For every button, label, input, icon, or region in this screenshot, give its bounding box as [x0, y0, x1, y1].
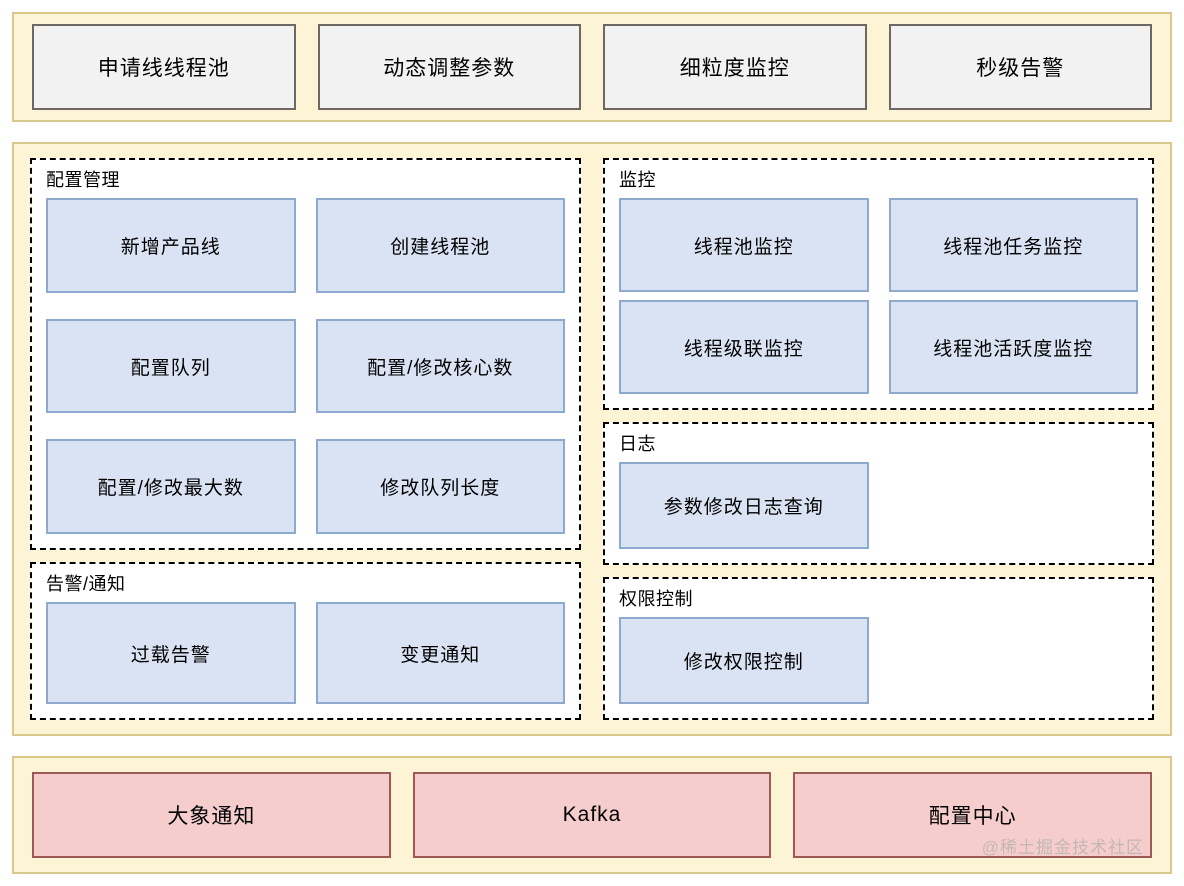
infra-box-kafka[interactable]: Kafka — [412, 772, 772, 858]
feature-box-change-notification[interactable]: 变更通知 — [315, 602, 565, 704]
feature-box-modify-permission-control[interactable]: 修改权限控制 — [619, 617, 869, 704]
group-body-permission-control: 修改权限控制 — [619, 617, 1138, 704]
group-body-alert-notification: 过载告警 变更通知 — [46, 602, 565, 704]
group-title-config-management: 配置管理 — [46, 170, 120, 190]
feature-box-thread-pool-monitoring[interactable]: 线程池监控 — [619, 198, 869, 292]
group-config-management: 配置管理 新增产品线 创建线程池 配置队列 配置/修改核心数 配置/修改最大数 … — [30, 158, 581, 550]
feature-box-modify-queue-length[interactable]: 修改队列长度 — [315, 439, 565, 535]
capability-box-dynamic-params[interactable]: 动态调整参数 — [317, 24, 581, 110]
middle-right-column: 监控 线程池监控 线程池任务监控 线程级联监控 线程池活跃度监控 日志 — [603, 158, 1154, 720]
group-permission-control: 权限控制 修改权限控制 — [603, 577, 1154, 720]
feature-box-param-change-log-query[interactable]: 参数修改日志查询 — [619, 462, 869, 549]
top-capability-band: 申请线线程池 动态调整参数 细粒度监控 秒级告警 — [12, 12, 1172, 122]
capability-box-apply-thread-pool[interactable]: 申请线线程池 — [32, 24, 296, 110]
group-alert-notification: 告警/通知 过载告警 变更通知 — [30, 562, 581, 720]
monitoring-row-1: 线程池监控 线程池任务监控 — [619, 198, 1138, 292]
infra-box-daxiang-notification[interactable]: 大象通知 — [32, 772, 391, 858]
feature-box-overload-alert[interactable]: 过载告警 — [46, 602, 296, 704]
log-row-1: 参数修改日志查询 — [619, 462, 1138, 549]
config-management-row-1: 新增产品线 创建线程池 — [46, 198, 565, 293]
config-management-row-2: 配置队列 配置/修改核心数 — [46, 318, 565, 414]
group-body-log: 参数修改日志查询 — [619, 462, 1138, 549]
feature-box-thread-pool-task-monitoring[interactable]: 线程池任务监控 — [888, 198, 1138, 292]
permission-control-row-1: 修改权限控制 — [619, 617, 1138, 704]
group-title-monitoring: 监控 — [619, 170, 656, 190]
feature-box-configure-core-size[interactable]: 配置/修改核心数 — [315, 318, 565, 414]
alert-notification-row-1: 过载告警 变更通知 — [46, 602, 565, 704]
group-body-config-management: 新增产品线 创建线程池 配置队列 配置/修改核心数 配置/修改最大数 修改队列长… — [46, 198, 565, 535]
feature-box-configure-max-size[interactable]: 配置/修改最大数 — [46, 439, 296, 535]
feature-box-thread-cascade-monitoring[interactable]: 线程级联监控 — [619, 300, 869, 394]
group-title-alert-notification: 告警/通知 — [46, 574, 126, 594]
bottom-infrastructure-band: 大象通知 Kafka 配置中心 @稀土掘金技术社区 — [12, 756, 1172, 874]
capability-box-fine-grained-monitoring[interactable]: 细粒度监控 — [603, 24, 867, 110]
group-body-monitoring: 线程池监控 线程池任务监控 线程级联监控 线程池活跃度监控 — [619, 198, 1138, 394]
feature-box-create-thread-pool[interactable]: 创建线程池 — [315, 198, 565, 293]
config-management-row-3: 配置/修改最大数 修改队列长度 — [46, 439, 565, 535]
feature-box-thread-pool-activity-monitoring[interactable]: 线程池活跃度监控 — [888, 300, 1138, 394]
feature-box-configure-queue[interactable]: 配置队列 — [46, 318, 296, 414]
group-title-permission-control: 权限控制 — [619, 589, 693, 609]
group-monitoring: 监控 线程池监控 线程池任务监控 线程级联监控 线程池活跃度监控 — [603, 158, 1154, 410]
middle-left-column: 配置管理 新增产品线 创建线程池 配置队列 配置/修改核心数 配置/修改最大数 … — [30, 158, 581, 720]
capability-box-second-level-alert[interactable]: 秒级告警 — [888, 24, 1152, 110]
monitoring-row-2: 线程级联监控 线程池活跃度监控 — [619, 300, 1138, 394]
feature-box-new-product-line[interactable]: 新增产品线 — [46, 198, 296, 293]
infra-box-config-center[interactable]: 配置中心 — [793, 772, 1153, 858]
group-log: 日志 参数修改日志查询 — [603, 422, 1154, 565]
group-title-log: 日志 — [619, 434, 656, 454]
middle-feature-band: 配置管理 新增产品线 创建线程池 配置队列 配置/修改核心数 配置/修改最大数 … — [12, 142, 1172, 736]
